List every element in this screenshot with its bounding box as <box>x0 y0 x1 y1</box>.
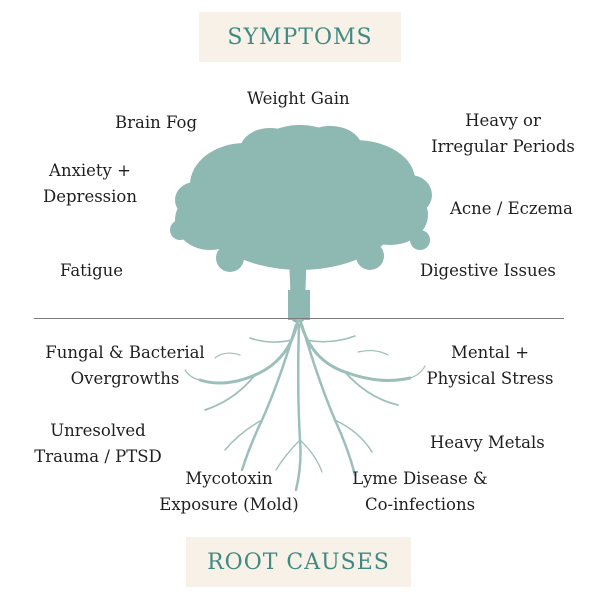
cause-label-line2: Exposure (Mold) <box>159 495 299 514</box>
cause-heavy-metals: Heavy Metals <box>430 430 545 456</box>
cause-label-line1: Fungal & Bacterial <box>45 343 205 362</box>
symptom-label: Weight Gain <box>247 89 350 108</box>
cause-fungal-bacterial: Fungal & Bacterial Overgrowths <box>40 340 210 392</box>
symptom-weight-gain: Weight Gain <box>247 86 350 112</box>
symptom-label: Fatigue <box>60 261 124 280</box>
tree-roots <box>184 318 426 492</box>
symptoms-heading: SYMPTOMS <box>199 12 401 62</box>
cause-label-line1: Mental + <box>450 343 530 362</box>
cause-mycotoxin: Mycotoxin Exposure (Mold) <box>155 466 303 518</box>
symptom-label: Digestive Issues <box>420 261 556 280</box>
cause-label-line1: Mycotoxin <box>185 469 273 488</box>
cause-label-line2: Physical Stress <box>426 369 554 388</box>
symptom-fatigue: Fatigue <box>60 258 123 284</box>
symptom-digestive-issues: Digestive Issues <box>420 258 556 284</box>
symptom-label: Brain Fog <box>115 113 198 132</box>
cause-label-line2: Co-infections <box>364 495 476 514</box>
symptom-brain-fog: Brain Fog <box>115 110 197 136</box>
symptom-label-line1: Anxiety + <box>49 161 131 180</box>
cause-label: Heavy Metals <box>430 433 545 452</box>
cause-label-line1: Lyme Disease & <box>352 469 488 488</box>
divider-line <box>34 318 564 319</box>
cause-mental-physical-stress: Mental + Physical Stress <box>420 340 560 392</box>
symptom-acne-eczema: Acne / Eczema <box>450 196 573 222</box>
symptom-label-line2: Depression <box>43 187 137 206</box>
tree-trunk <box>232 173 375 323</box>
cause-lyme: Lyme Disease & Co-infections <box>345 466 495 518</box>
symptom-label-line1: Heavy or <box>465 111 541 130</box>
symptom-heavy-periods: Heavy or Irregular Periods <box>418 108 588 160</box>
symptom-label-line2: Irregular Periods <box>431 137 575 156</box>
tree-trunk-base <box>288 290 310 320</box>
cause-label-line2: Trauma / PTSD <box>34 447 162 466</box>
cause-unresolved-trauma: Unresolved Trauma / PTSD <box>28 418 168 470</box>
symptom-label: Acne / Eczema <box>450 199 573 218</box>
cause-label-line1: Unresolved <box>50 421 146 440</box>
root-causes-heading: ROOT CAUSES <box>186 537 411 587</box>
symptom-anxiety-depression: Anxiety + Depression <box>35 158 145 210</box>
cause-label-line2: Overgrowths <box>70 369 180 388</box>
